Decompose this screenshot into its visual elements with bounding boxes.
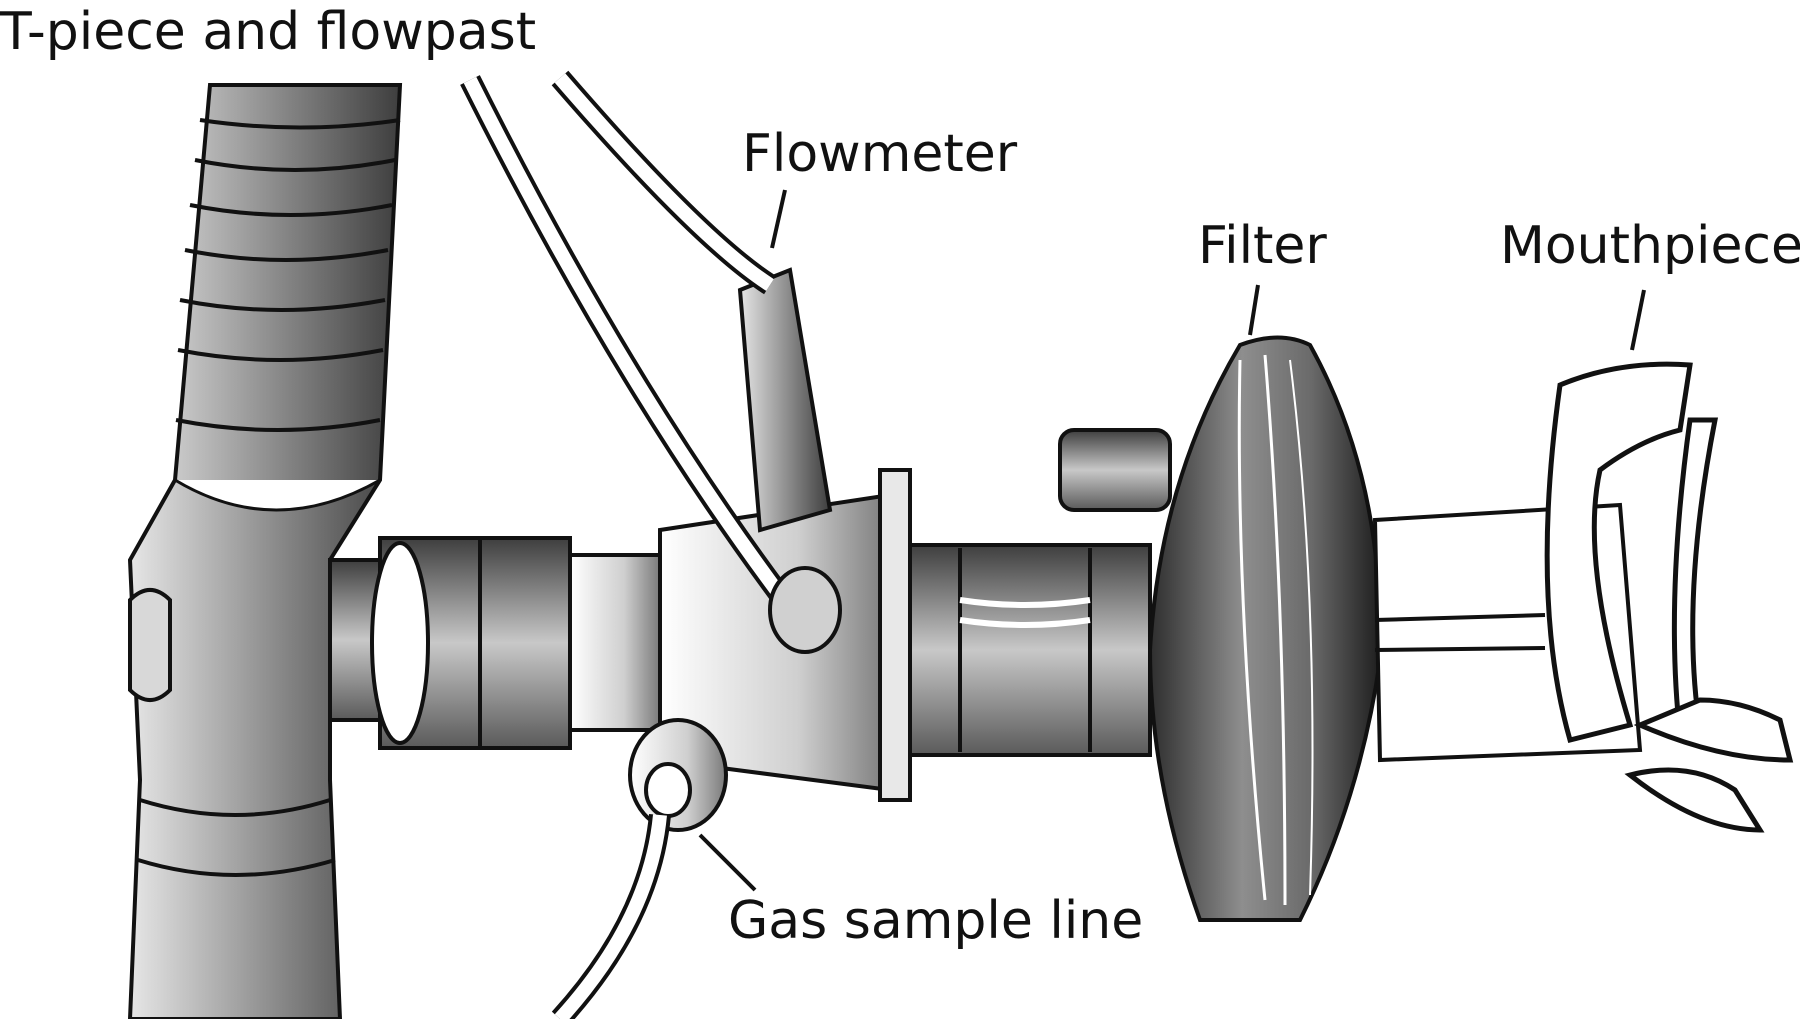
gas-sample-port	[551, 718, 728, 1019]
flowmeter-head	[460, 70, 912, 802]
leader-gas-sample-line	[698, 833, 757, 892]
connector-sleeve	[370, 536, 662, 750]
leader-filter	[1248, 284, 1260, 336]
corrugated-tube	[127, 83, 403, 1019]
leader-flowmeter	[770, 189, 787, 249]
label-flowmeter: Flowmeter	[742, 124, 1018, 184]
leader-lines	[698, 189, 1646, 892]
filter	[1147, 335, 1383, 922]
label-gas-sample-line: Gas sample line	[728, 891, 1144, 951]
leader-mouthpiece	[1630, 289, 1646, 351]
inline-body	[908, 428, 1172, 757]
label-mouthpiece: Mouthpiece	[1500, 216, 1800, 276]
label-filter: Filter	[1198, 216, 1327, 276]
mouthpiece	[1544, 361, 1794, 833]
label-t-piece-and-flowpast: T-piece and flowpast	[0, 2, 537, 62]
